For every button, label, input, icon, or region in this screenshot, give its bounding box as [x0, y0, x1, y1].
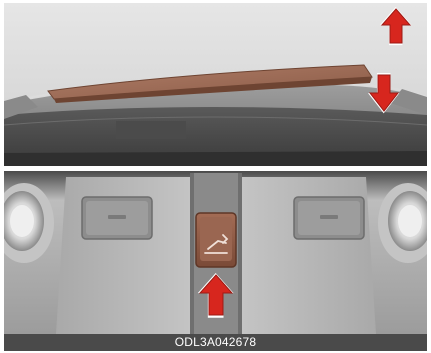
- roof-tilt-scene: [4, 3, 427, 166]
- overhead-console-view: [4, 171, 427, 334]
- right-lamp-button: [294, 197, 364, 239]
- sunroof-tilt-switch: [196, 213, 236, 267]
- figure-code: ODL3A042678: [4, 334, 427, 351]
- overhead-console-scene: [4, 171, 427, 334]
- left-lamp-button: [82, 197, 152, 239]
- rearview-mirror: [116, 121, 186, 139]
- roof-tilt-view: [4, 3, 427, 166]
- dashboard: [4, 151, 427, 166]
